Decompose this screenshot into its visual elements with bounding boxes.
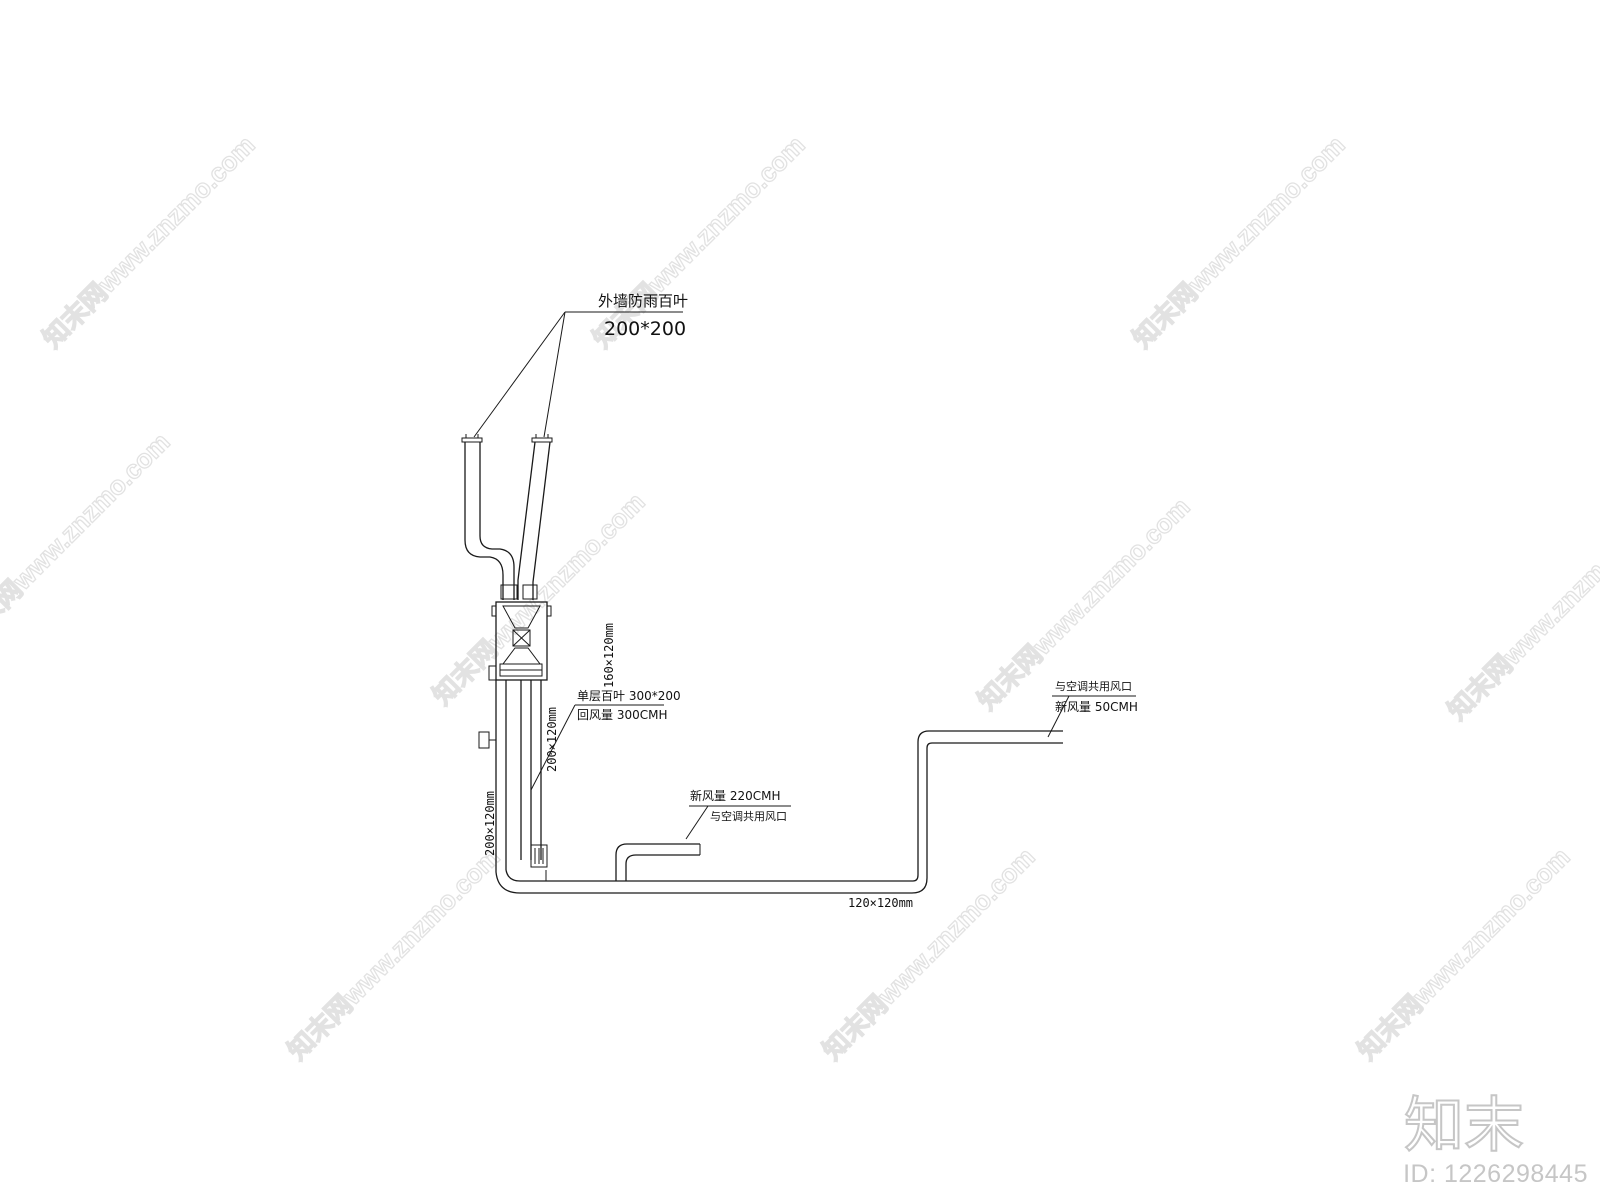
brand-logo: 知末 [1404,1090,1525,1158]
watermark-layer: 知末网www.znzmo.com 知末网www.znzmo.com 知末网www… [0,129,1600,1066]
watermark-text: 知末网www.znzmo.com [1442,502,1600,726]
watermark-text: 知末网www.znzmo.com [282,842,506,1066]
watermark-text: 知末网www.znzmo.com [1127,130,1351,354]
watermark-text: 知末网www.znzmo.com [817,842,1041,1066]
left-intake-duct [461,434,518,600]
fresh-air-right-label: 新风量 50CMH [1055,699,1138,714]
exterior-louver-callout: 外墙防雨百叶 200*200 [473,292,688,438]
return-air-callout: 单层百叶 300*200 回风量 300CMH [530,689,681,791]
vertical-risers [478,680,548,872]
shared-outlet-right-label: 与空调共用风口 [1055,679,1132,693]
right-outlet-callout: 与空调共用风口 新风量 50CMH [1047,679,1138,738]
return-air-label: 回风量 300CMH [577,708,667,722]
watermark-text: 知末网www.znzmo.com [1352,842,1576,1066]
duct-size-vertical-a: 160×120mm [602,623,616,688]
main-horizontal-duct [495,730,1063,894]
shared-outlet-mid-label: 与空调共用风口 [710,809,787,823]
louver-exterior-size-label: 200*200 [604,318,686,340]
mid-outlet-callout: 新风量 220CMH 与空调共用风口 [685,788,791,840]
image-id-label: ID: 1226298445 [1403,1160,1588,1188]
duct-size-vertical-b: 200×120mm [545,707,559,772]
watermark-text: 知末网www.znzmo.com [37,130,261,354]
louver-exterior-label: 外墙防雨百叶 [598,292,688,310]
right-intake-duct [517,434,553,600]
duct-size-horizontal: 120×120mm [848,896,913,910]
duct-size-vertical-c: 200×120mm [483,791,497,856]
single-louver-label: 单层百叶 300*200 [577,689,681,703]
brand-logo-text: 知末 [1404,1091,1524,1158]
watermark-text: 知末网www.znzmo.com [0,427,176,651]
fresh-air-mid-label: 新风量 220CMH [690,788,780,803]
watermark-text: 知末网www.znzmo.com [427,487,651,711]
